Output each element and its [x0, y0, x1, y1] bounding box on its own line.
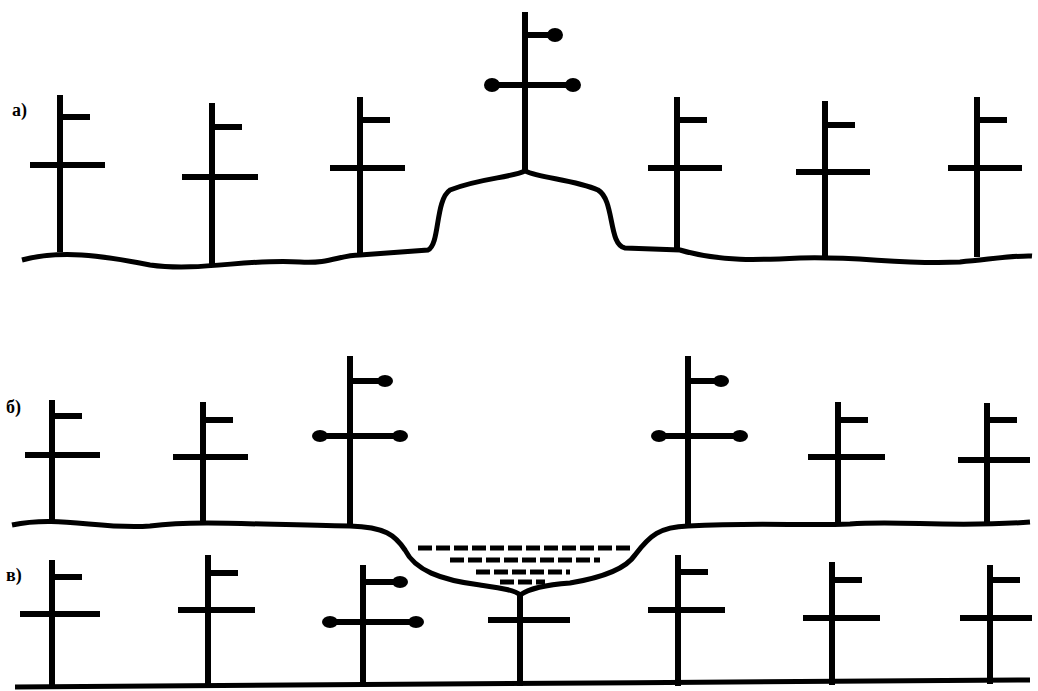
tree-symbol [808, 402, 885, 526]
ground-line [22, 171, 1032, 267]
tree-symbol [488, 593, 570, 686]
bud-dot [392, 430, 408, 442]
tree-symbol [648, 555, 725, 686]
bud-dot [547, 28, 563, 42]
tree-symbol [20, 560, 100, 688]
tree-symbol [803, 562, 880, 685]
bud-dot [408, 616, 424, 628]
panel-label: а) [12, 101, 27, 119]
bud-dot [565, 78, 581, 92]
water-level [418, 546, 632, 551]
tree-symbol [960, 565, 1032, 684]
panel-label: б) [6, 398, 21, 416]
bud-dot [713, 375, 729, 387]
water-level [476, 570, 570, 575]
panel-label: в) [6, 566, 22, 584]
bud-dot [312, 430, 328, 442]
water-level [500, 580, 545, 585]
bud-dot [732, 430, 748, 442]
tree-symbol [657, 356, 740, 527]
tree-symbol [796, 101, 870, 260]
tree-symbol [328, 565, 418, 687]
tree-symbol [490, 12, 572, 173]
tree-symbol [173, 402, 248, 525]
bud-dot [322, 616, 338, 628]
tree-symbol [178, 555, 255, 687]
tree-symbol [182, 103, 258, 264]
bud-dot [377, 375, 393, 387]
tree-symbol [330, 97, 405, 257]
tree-symbol [948, 97, 1022, 257]
bud-dot [392, 576, 408, 588]
tree-symbol [30, 95, 105, 252]
bud-dot [651, 430, 667, 442]
water-level [450, 558, 600, 563]
tree-symbol [958, 403, 1030, 525]
tree-symbol [25, 400, 100, 524]
tree-symbol [318, 356, 400, 527]
ground-line [12, 521, 1030, 595]
bud-dot [484, 78, 500, 92]
tree-symbol [648, 97, 722, 252]
